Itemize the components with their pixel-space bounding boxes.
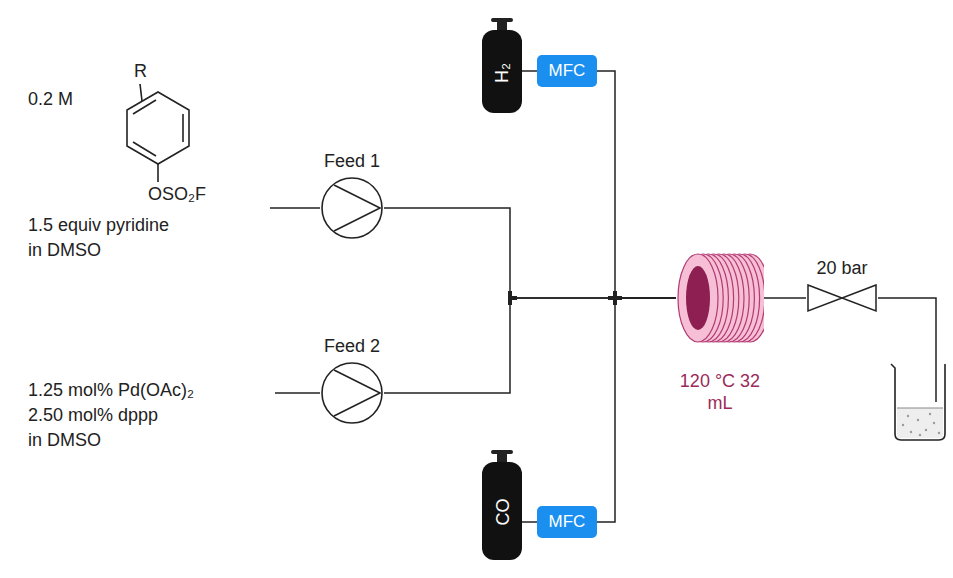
label-text: OSO₂F — [148, 183, 206, 205]
tube-connector — [764, 297, 806, 299]
pump-circle — [322, 363, 382, 423]
pump-arrow — [334, 185, 380, 231]
feed-pump: Feed 2 — [312, 335, 392, 425]
tube-connector — [384, 298, 676, 393]
node-text: Feed 1 — [312, 150, 392, 172]
cylinder-handle — [491, 18, 513, 22]
node-text: Feed 2 — [312, 335, 392, 357]
mass-flow-controller: MFC — [537, 55, 597, 87]
label-text: in DMSO — [28, 429, 101, 451]
pump-symbol — [320, 176, 384, 240]
node-text: 120 °C 32 mL — [676, 370, 764, 414]
node-text: CO — [491, 499, 513, 526]
label-text: R — [134, 60, 147, 82]
collection-beaker — [891, 364, 945, 440]
pump-arrow — [334, 370, 380, 416]
node-text: MFC — [549, 511, 586, 533]
label-text: 0.2 M — [28, 88, 73, 110]
mass-flow-controller: MFC — [537, 506, 597, 538]
cylinder-body — [482, 30, 522, 113]
gas-cylinder: CO — [482, 450, 522, 560]
label-text: 1.5 equiv pyridine — [28, 214, 169, 236]
back-pressure-valve — [806, 283, 878, 313]
feed-pump: Feed 1 — [312, 150, 392, 240]
node-text: MFC — [549, 60, 586, 82]
tube-connector — [522, 70, 537, 72]
label-text: 1.25 mol% Pd(OAc)₂ — [28, 379, 194, 401]
pump-symbol — [320, 361, 384, 425]
pump-circle — [322, 178, 382, 238]
node-text: 20 bar — [806, 257, 878, 279]
benzene-ring — [127, 84, 189, 182]
valve-bowtie — [808, 285, 876, 311]
label-text: in DMSO — [28, 239, 101, 261]
tube-connector — [522, 521, 537, 523]
coil-core — [686, 266, 710, 330]
label-text: 2.50 mol% dppp — [28, 404, 158, 426]
pressure-valve: 20 bar — [806, 257, 878, 313]
tube-connector — [597, 71, 676, 298]
cylinder-body — [482, 462, 522, 560]
coil-reactor: 120 °C 32 mL — [676, 252, 764, 414]
coil-winding — [678, 254, 718, 342]
tube-connector — [597, 298, 676, 522]
gas-cylinder: H₂ — [482, 18, 522, 113]
tube-connector — [384, 208, 676, 298]
node-text: H₂ — [491, 63, 513, 83]
coil-reactor — [676, 252, 764, 344]
cylinder-handle — [491, 450, 513, 454]
